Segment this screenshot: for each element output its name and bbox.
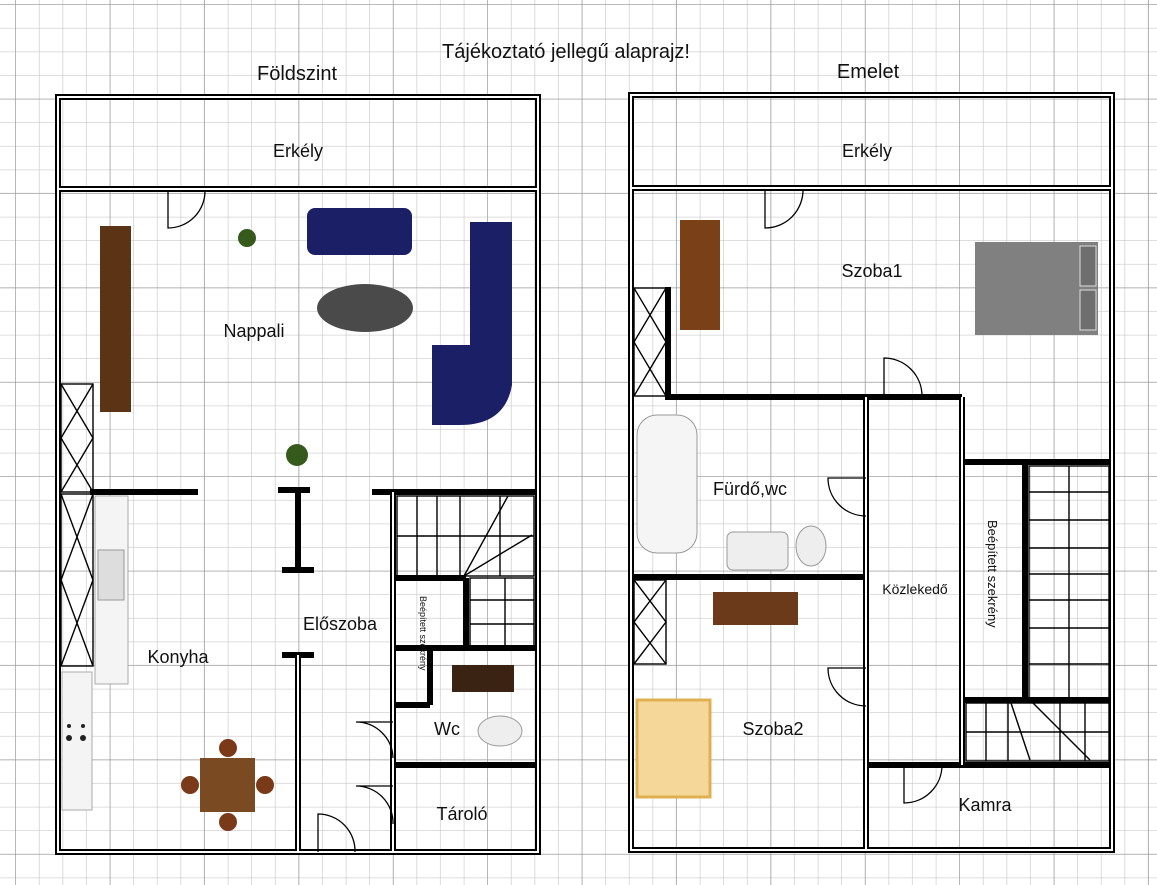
ground-stairs bbox=[396, 495, 535, 647]
plant bbox=[286, 444, 308, 466]
corner-sofa bbox=[432, 222, 512, 425]
ground-floor: Erkély Nappali Konyha Előszoba Wc Tároló… bbox=[55, 94, 541, 855]
room-label-storage: Tároló bbox=[436, 804, 487, 824]
room-label-room1: Szoba1 bbox=[841, 261, 902, 281]
toilet bbox=[477, 715, 523, 747]
desk bbox=[713, 592, 798, 625]
stove bbox=[61, 671, 93, 811]
plant bbox=[238, 229, 256, 247]
ground-doors bbox=[167, 189, 394, 853]
upper-furniture bbox=[635, 220, 1098, 799]
upper-room-labels: Erkély Szoba1 Fürdő,wc Közlekedő Beépíte… bbox=[713, 141, 1013, 815]
room-label-corridor: Közlekedő bbox=[882, 581, 948, 597]
ground-walls bbox=[55, 94, 541, 855]
ground-windows bbox=[60, 383, 94, 667]
upper-walls bbox=[628, 92, 1115, 853]
dining-table bbox=[200, 758, 255, 812]
upper-doors bbox=[764, 188, 943, 804]
stove-burners-icon bbox=[66, 724, 86, 741]
wardrobe-room1 bbox=[680, 220, 720, 330]
upper-windows bbox=[633, 287, 667, 665]
plan-title: Tájékoztató jellegű alaprajz! bbox=[442, 41, 690, 63]
room-label-room2: Szoba2 bbox=[742, 719, 803, 739]
room-label-balcony: Erkély bbox=[273, 141, 323, 161]
kitchen-sink bbox=[97, 549, 125, 601]
room-label-wc: Wc bbox=[434, 719, 460, 739]
single-bed bbox=[635, 698, 712, 799]
ground-furniture bbox=[61, 208, 523, 831]
toilet bbox=[795, 525, 827, 567]
upper-floor: Erkély Szoba1 Fürdő,wc Közlekedő Beépíte… bbox=[628, 92, 1115, 853]
pillow bbox=[1079, 289, 1097, 331]
double-bed bbox=[975, 242, 1098, 335]
ground-room-labels: Erkély Nappali Konyha Előszoba Wc Tároló… bbox=[147, 141, 487, 824]
chairs bbox=[181, 739, 274, 831]
upper-stairs bbox=[965, 465, 1110, 762]
coffee-table bbox=[317, 284, 413, 332]
room-label-bathroom: Fürdő,wc bbox=[713, 479, 787, 499]
ground-floor-heading: Földszint bbox=[257, 63, 337, 85]
bathtub bbox=[636, 414, 698, 554]
room-label-hall: Előszoba bbox=[303, 614, 378, 634]
room-label-balcony-upper: Erkély bbox=[842, 141, 892, 161]
room-label-wardrobe-upper: Beépített szekrény bbox=[985, 520, 1000, 628]
sofa bbox=[307, 208, 412, 255]
sink bbox=[726, 531, 789, 571]
upper-floor-heading: Emelet bbox=[837, 61, 900, 83]
room-label-wardrobe: Beépített szekrény bbox=[418, 596, 428, 671]
shelf bbox=[100, 226, 131, 412]
pillow bbox=[1079, 245, 1097, 287]
room-label-kitchen: Konyha bbox=[147, 647, 209, 667]
room-label-living: Nappali bbox=[223, 321, 284, 341]
room-label-pantry: Kamra bbox=[958, 795, 1012, 815]
wc-cabinet bbox=[452, 665, 514, 692]
